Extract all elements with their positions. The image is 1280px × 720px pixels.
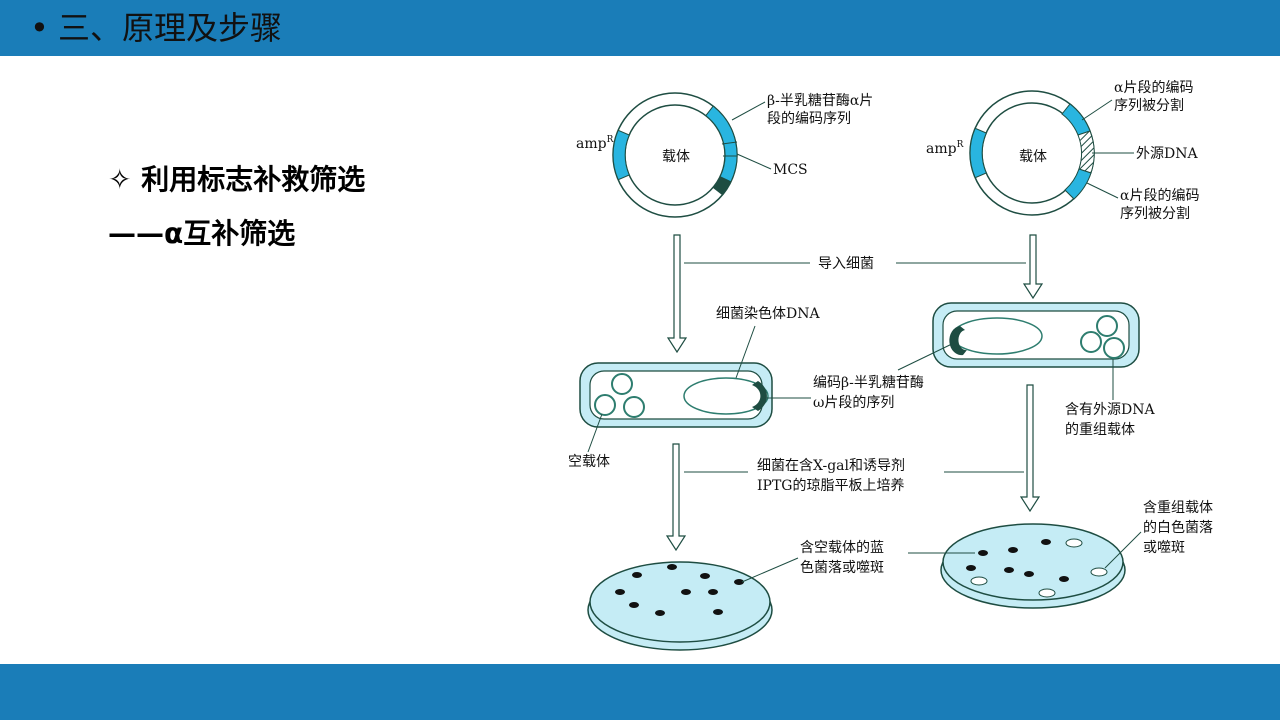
left-bacterium [579, 362, 773, 428]
blue-colony-label-line2: 色菌落或噬斑 [800, 559, 884, 576]
right-amp-region [969, 127, 987, 179]
mcs-label: MCS [773, 162, 808, 178]
chromosome-label: 细菌染色体DNA [716, 305, 820, 322]
left-beta-label-line2: 段的编码序列 [767, 111, 851, 127]
right-split-top-line2: 序列被分割 [1114, 97, 1184, 114]
left-arrow-transform [666, 234, 688, 354]
left-arrow-culture [665, 443, 687, 552]
right-split-top [1061, 103, 1091, 136]
blue-colony-label-line1: 含空载体的蓝 [800, 540, 884, 556]
transform-step-label: 导入细菌 [818, 256, 874, 272]
foreign-dna-label: 外源DNA [1136, 146, 1198, 162]
right-split-bottom [1064, 168, 1092, 200]
right-split-top-line1: α片段的编码 [1114, 80, 1193, 96]
right-plate [940, 523, 1126, 609]
alpha-complementation-diagram: ampR 载体 β-半乳糖苷酶α片 段的编码序列 MCS ampR 载体 α片段… [568, 80, 1213, 651]
white-colony-label-line3: 或噬斑 [1143, 540, 1185, 556]
right-vector-label: 载体 [1019, 149, 1047, 165]
recombinant-label-line1: 含有外源DNA [1065, 402, 1155, 418]
culture-label-line2: IPTG的琼脂平板上培养 [757, 478, 904, 494]
culture-label-line1: 细菌在含X-gal和诱导剂 [757, 458, 905, 474]
right-arrow-transform [1022, 234, 1044, 300]
right-split-bottom-line2: 序列被分割 [1120, 205, 1190, 222]
header-bar [0, 0, 1280, 56]
right-arrow-culture [1019, 384, 1041, 513]
left-amp-label: ampR [576, 135, 614, 152]
empty-vector-label: 空载体 [568, 454, 610, 470]
right-amp-label: ampR [926, 140, 964, 157]
right-foreign-dna [1077, 130, 1095, 174]
footer-bar [0, 664, 1280, 720]
left-beta-label-line1: β-半乳糖苷酶α片 [767, 93, 873, 109]
left-amp-region [612, 129, 630, 181]
heading-label-selection: ✧ 利用标志补救筛选 [108, 163, 366, 196]
heading-alpha-complementation: ——α互补筛选 [108, 217, 296, 250]
right-vector-plasmid [969, 90, 1095, 216]
omega-label-line1: 编码β-半乳糖苷酶 [813, 375, 924, 391]
title-text: 三、原理及步骤 [58, 9, 283, 47]
title-bullet: • [30, 9, 49, 47]
right-split-bottom-line1: α片段的编码 [1120, 188, 1199, 204]
recombinant-label-line2: 的重组载体 [1065, 422, 1135, 438]
left-vector-label: 载体 [662, 149, 690, 165]
white-colony-label-line1: 含重组载体 [1143, 500, 1213, 516]
left-vector-plasmid [612, 92, 738, 218]
omega-label-line2: ω片段的序列 [813, 395, 894, 411]
left-plate [587, 561, 773, 651]
white-colony-label-line2: 的白色菌落 [1143, 519, 1213, 536]
right-bacterium [932, 302, 1140, 368]
left-lacz-region [705, 105, 738, 183]
left-dark-segment [712, 176, 732, 196]
